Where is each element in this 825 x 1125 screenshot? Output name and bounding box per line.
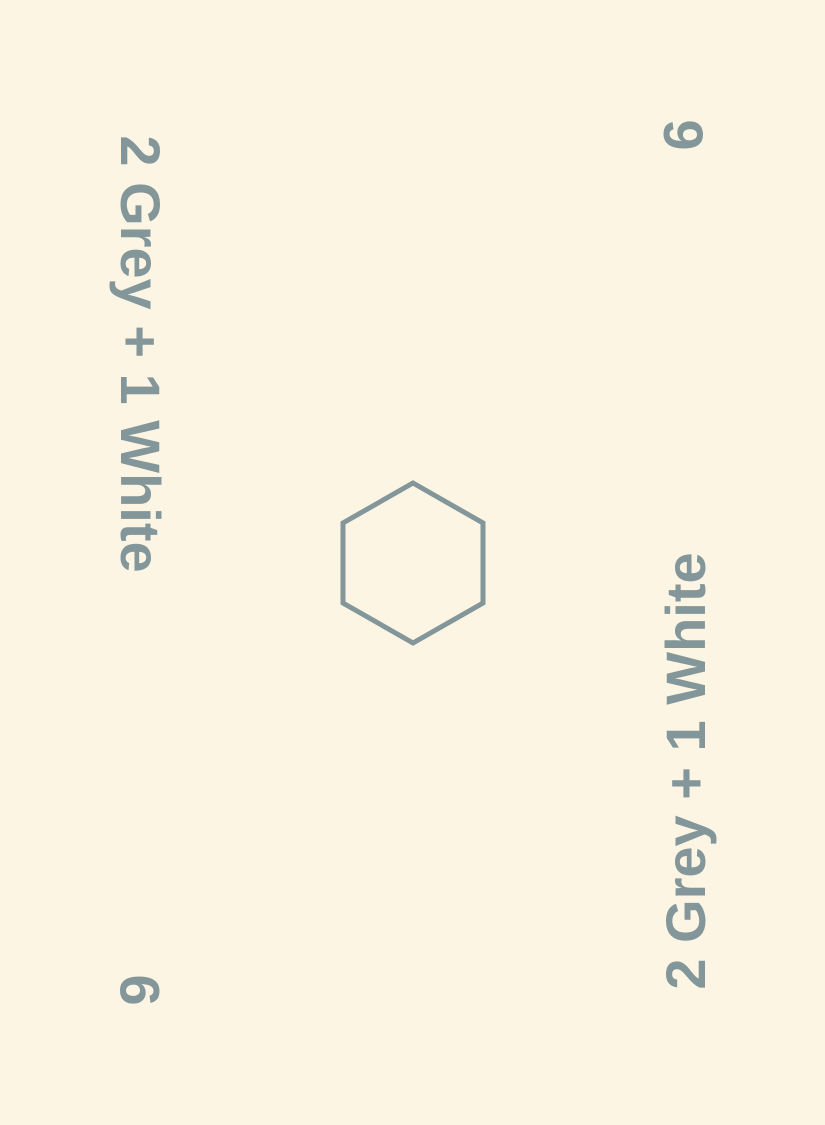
card-value-bottom-left: 9 <box>108 974 171 1006</box>
recipe-label-right: 2 Grey + 1 White <box>654 552 717 990</box>
recipe-label-left: 2 Grey + 1 White <box>109 135 172 573</box>
card-value-top-right: 9 <box>652 119 715 151</box>
hexagon-outline-icon <box>340 480 486 646</box>
